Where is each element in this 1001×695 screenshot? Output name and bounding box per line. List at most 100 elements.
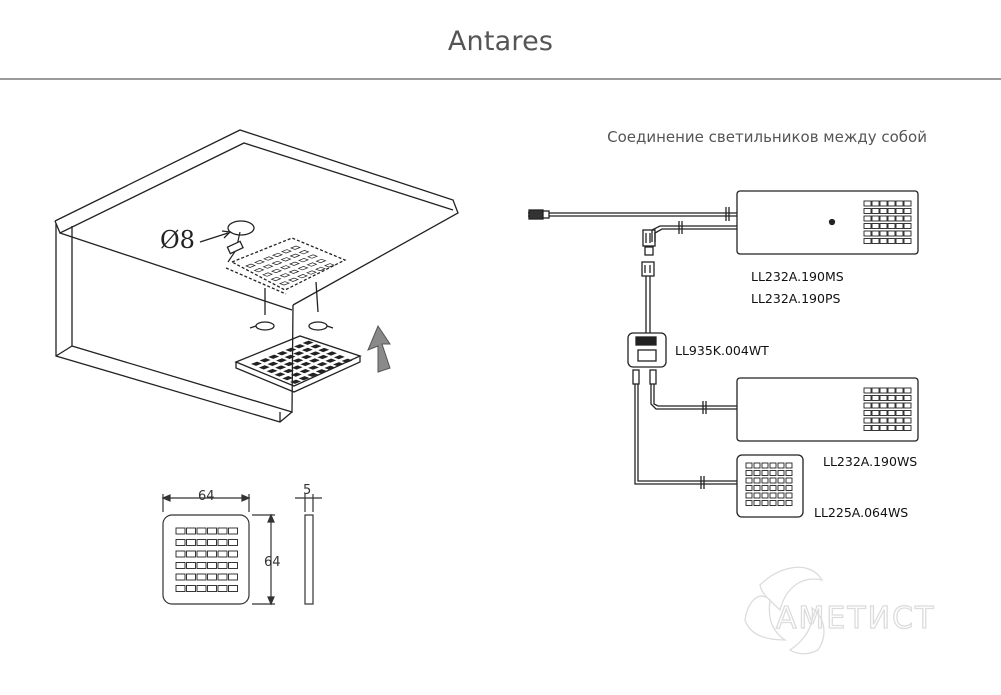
perforation-hole	[895, 208, 904, 214]
mounting-illustration	[54, 129, 459, 423]
perforation-hole	[879, 238, 888, 244]
perforation-hole	[285, 347, 297, 352]
perforation-hole	[745, 470, 753, 476]
perforation-hole	[228, 585, 238, 592]
perforation-hole	[270, 276, 282, 282]
perforation-hole	[769, 470, 777, 476]
perforation-hole	[879, 425, 888, 431]
perforation-hole	[228, 539, 238, 546]
slave-small-perforations	[745, 462, 793, 506]
perforation-hole	[863, 402, 872, 409]
perforation-hole	[871, 238, 880, 244]
perforation-hole	[207, 539, 217, 546]
perforation-hole	[326, 351, 337, 356]
perforation-hole	[207, 562, 217, 569]
perforation-hole	[879, 215, 888, 222]
perforation-hole	[228, 573, 238, 581]
perforation-hole	[254, 260, 265, 265]
perforation-hole	[863, 208, 872, 214]
perforation-hole	[863, 387, 872, 394]
perforation-hole	[777, 500, 785, 506]
model-label-master-ms: LL232A.190MS	[751, 269, 844, 284]
perforation-hole	[879, 395, 888, 401]
perforation-hole	[887, 402, 896, 409]
perforation-hole	[333, 362, 344, 367]
perforation-hole	[175, 573, 186, 581]
perforation-hole	[895, 417, 904, 424]
up-arrow-icon	[367, 324, 391, 373]
perforation-hole	[863, 425, 872, 431]
perforation-hole	[887, 215, 896, 222]
perforation-hole	[175, 585, 186, 592]
perforation-hole	[245, 263, 256, 268]
perforation-hole	[308, 358, 320, 363]
perforation-hole	[268, 354, 280, 359]
perforation-hole	[903, 208, 912, 214]
perforation-hole	[777, 477, 785, 484]
perforation-hole	[753, 462, 761, 469]
input-plug	[528, 209, 544, 220]
perforation-hole	[753, 485, 761, 491]
perforation-hole	[887, 208, 896, 214]
title-divider	[0, 78, 1001, 80]
perforation-hole	[333, 355, 345, 360]
perforation-hole	[175, 550, 186, 558]
perforation-hole	[251, 361, 262, 366]
perforation-hole	[903, 417, 912, 424]
perforation-hole	[289, 261, 300, 266]
perforation-hole	[283, 368, 294, 374]
perforation-hole	[863, 223, 872, 229]
perforation-hole	[217, 573, 228, 581]
model-label-slave-small: LL225A.064WS	[814, 505, 908, 520]
perforation-hole	[903, 395, 912, 401]
perforation-hole	[887, 387, 896, 394]
screw-left	[249, 288, 275, 331]
perforation-hole	[291, 365, 303, 370]
perforation-hole	[745, 500, 753, 506]
perforation-hole	[761, 477, 769, 484]
perforation-hole	[298, 250, 310, 255]
perforation-hole	[217, 527, 228, 535]
perforation-hole	[863, 417, 872, 424]
perforation-hole	[207, 527, 217, 535]
perforation-hole	[266, 368, 278, 374]
perforation-hole	[272, 252, 283, 258]
perforation-hole	[290, 372, 302, 377]
perforation-hole	[315, 258, 327, 264]
perforation-hole	[196, 585, 207, 592]
perforation-hole	[288, 277, 299, 282]
perforation-hole	[871, 200, 880, 207]
perforation-hole	[290, 379, 301, 384]
perforation-hole	[745, 492, 753, 499]
perforation-hole	[777, 492, 785, 499]
perforation-hole	[879, 410, 888, 416]
dimension-height: 64	[264, 555, 281, 570]
lamp-perforations	[251, 340, 353, 384]
perforation-hole	[341, 358, 353, 363]
perforation-hole	[887, 425, 896, 431]
mounting-plate	[230, 237, 347, 291]
perforation-hole	[871, 215, 880, 222]
perforation-hole	[280, 257, 292, 262]
perforation-hole	[271, 260, 283, 266]
perforation-hole	[863, 395, 872, 401]
perforation-hole	[325, 358, 337, 363]
perforation-hole	[895, 215, 904, 222]
perforation-hole	[863, 230, 872, 237]
perforation-hole	[871, 395, 880, 401]
perforation-hole	[895, 238, 904, 244]
perforation-hole	[196, 550, 207, 558]
perforation-hole	[281, 249, 292, 254]
perforation-hole	[316, 362, 328, 367]
perforation-hole	[217, 562, 228, 569]
slave-large-perforations	[863, 387, 912, 431]
perforation-hole	[267, 361, 279, 366]
perforation-hole	[895, 395, 904, 401]
perforation-hole	[276, 351, 288, 356]
perforation-hole	[217, 585, 228, 592]
mounting-plate-perforations	[245, 245, 335, 286]
lamp-side-outline	[304, 514, 314, 605]
perforation-hole	[299, 369, 311, 374]
perforation-hole	[903, 425, 912, 431]
perforation-hole	[288, 269, 300, 274]
